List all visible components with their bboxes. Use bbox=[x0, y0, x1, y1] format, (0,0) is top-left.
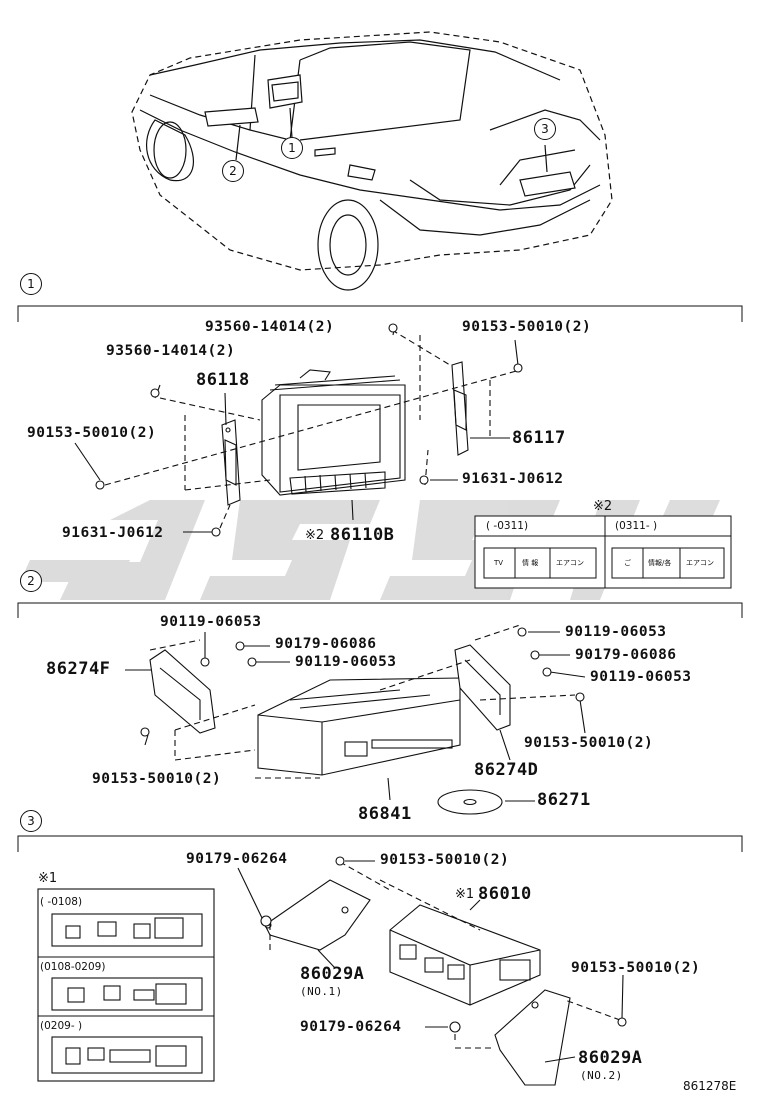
section-2-marker: 2 bbox=[20, 570, 42, 592]
part-number-90119-06053-top-left: 90119-06053 bbox=[160, 614, 262, 630]
section-3-marker: 3 bbox=[20, 810, 42, 832]
part-number-86118: 86118 bbox=[196, 370, 250, 390]
car-callout-2: 2 bbox=[222, 160, 244, 182]
variant-col1-button-2: 情 報 bbox=[522, 559, 539, 567]
part-number-90119-06053-mid-left: 90119-06053 bbox=[295, 654, 397, 670]
variant-col2-button-2: 情報/各 bbox=[648, 559, 672, 567]
section3-drawing bbox=[37, 856, 627, 1086]
variant-col2-button-3: エアコン bbox=[686, 559, 714, 567]
car-callout-3: 3 bbox=[534, 118, 556, 140]
variant-col1-button-3: エアコン bbox=[556, 559, 584, 567]
variant-col1-header: ( -0311) bbox=[486, 520, 529, 532]
variant-table-lines bbox=[474, 515, 732, 589]
bracket-no1-subtitle: (NO.1) bbox=[300, 985, 343, 998]
variant-col2-button-1: ご bbox=[624, 559, 631, 567]
part-number-91631-J0612-right: 91631-J0612 bbox=[462, 471, 564, 487]
part-number-86029A-no2: 86029A bbox=[578, 1048, 643, 1068]
car-illustration bbox=[131, 31, 613, 291]
part-number-90153-50010-bottom-left: 90153-50010(2) bbox=[92, 771, 222, 787]
part-number-93560-14014-top: 93560-14014(2) bbox=[205, 319, 335, 335]
part-number-93560-14014-left: 93560-14014(2) bbox=[106, 343, 236, 359]
part-number-90153-50010-left: 90153-50010(2) bbox=[27, 425, 157, 441]
part-number-90179-06086-left: 90179-06086 bbox=[275, 636, 377, 652]
part-number-90179-06264-top: 90179-06264 bbox=[186, 851, 288, 867]
section-frames bbox=[17, 305, 743, 852]
part-number-90179-06264-bottom: 90179-06264 bbox=[300, 1019, 402, 1035]
section2-drawing bbox=[125, 624, 586, 815]
bracket-no2-subtitle: (NO.2) bbox=[580, 1069, 623, 1082]
part-number-90119-06053-mid-right: 90119-06053 bbox=[590, 669, 692, 685]
part-number-86841: 86841 bbox=[358, 804, 412, 824]
part-number-86117: 86117 bbox=[512, 428, 566, 448]
part-number-86274F: 86274F bbox=[46, 659, 111, 679]
part-number-86110B: 86110B bbox=[330, 525, 395, 545]
variant-col2-header: (0311- ) bbox=[615, 520, 658, 532]
amplifier-note-mark: ※1 bbox=[455, 887, 475, 902]
part-number-91631-J0612-bottom: 91631-J0612 bbox=[62, 525, 164, 541]
part-number-86029A-no1: 86029A bbox=[300, 964, 365, 984]
amp-variant-row-3: (0209- ) bbox=[40, 1020, 83, 1032]
drawing-code: 861278E bbox=[683, 1079, 737, 1093]
variant-table-note: ※2 bbox=[593, 499, 613, 514]
part-number-90153-50010-top: 90153-50010(2) bbox=[462, 319, 592, 335]
section1-drawing bbox=[74, 323, 523, 537]
part-number-86274D: 86274D bbox=[474, 760, 539, 780]
amp-variant-row-1: ( -0108) bbox=[40, 896, 83, 908]
part-number-90119-06053-top-right: 90119-06053 bbox=[565, 624, 667, 640]
part-number-90153-50010-bottom-right: 90153-50010(2) bbox=[524, 735, 654, 751]
car-callout-1: 1 bbox=[281, 137, 303, 159]
part-number-86010: 86010 bbox=[478, 884, 532, 904]
display-note-mark: ※2 bbox=[305, 528, 325, 543]
variant-col1-button-1: TV bbox=[494, 559, 504, 567]
part-number-90179-06086-right: 90179-06086 bbox=[575, 647, 677, 663]
part-number-90153-50010-top: 90153-50010(2) bbox=[380, 852, 510, 868]
amp-variant-row-2: (0108-0209) bbox=[40, 961, 106, 973]
part-number-86271: 86271 bbox=[537, 790, 591, 810]
part-number-90153-50010-right: 90153-50010(2) bbox=[571, 960, 701, 976]
section-1-marker: 1 bbox=[20, 273, 42, 295]
amp-variant-panel-note: ※1 bbox=[38, 871, 58, 886]
